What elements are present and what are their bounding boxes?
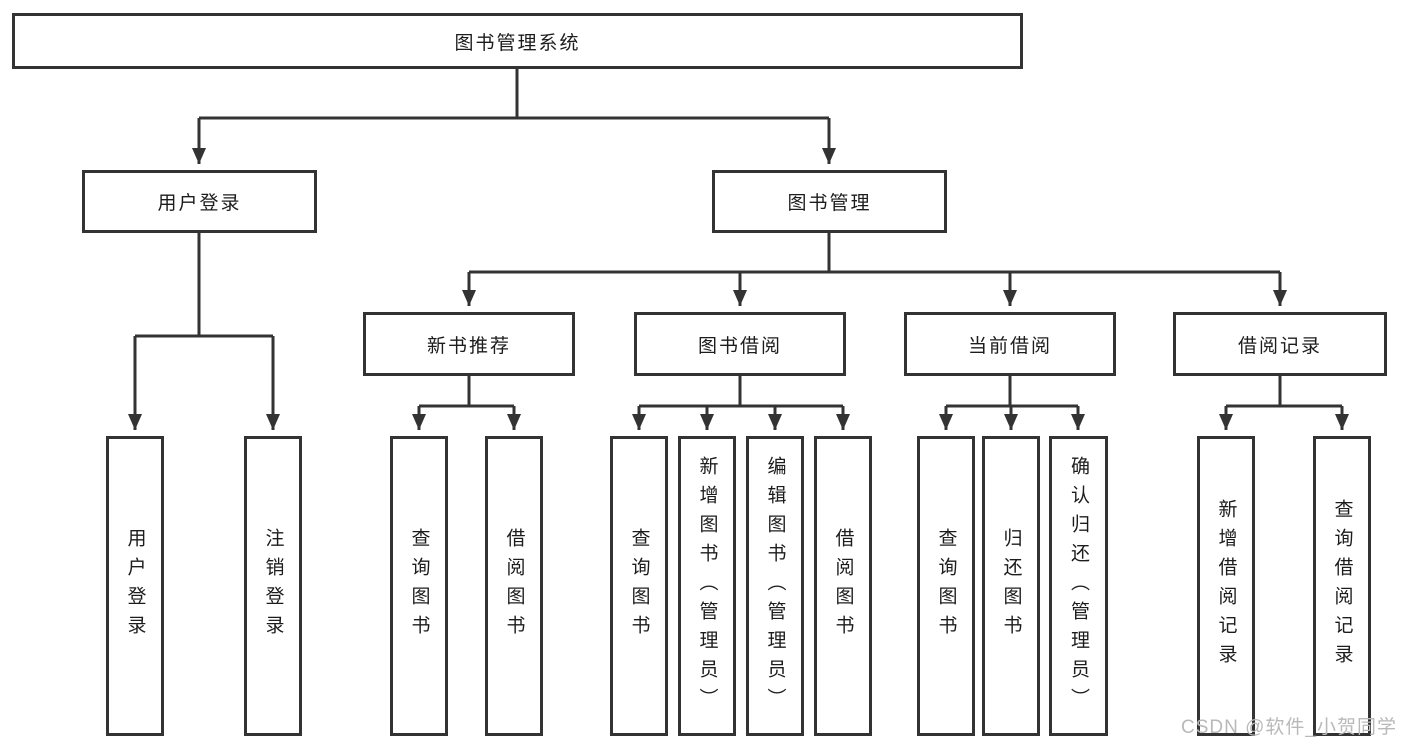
- leaf-query-books-recommend: 查询图书: [390, 436, 448, 736]
- leaf-query-borrow-record: 查询借阅记录: [1313, 436, 1371, 736]
- csdn-watermark: CSDN @软件_小贺同学: [1181, 717, 1397, 738]
- node-book-borrowing: 图书借阅: [634, 312, 846, 376]
- node-root-library-system: 图书管理系统: [12, 13, 1023, 69]
- leaf-user-login: 用户登录: [106, 436, 164, 736]
- leaf-borrow-books-recommend: 借阅图书: [485, 436, 543, 736]
- node-user-login: 用户登录: [82, 170, 317, 233]
- leaf-add-borrow-record: 新增借阅记录: [1197, 436, 1255, 736]
- leaf-confirm-return-admin: 确认归还（管理员）: [1049, 436, 1108, 736]
- leaf-add-book-admin: 新增图书（管理员）: [678, 436, 736, 736]
- leaf-borrow-books-borrowing: 借阅图书: [814, 436, 872, 736]
- leaf-logout: 注销登录: [244, 436, 302, 736]
- leaf-edit-book-admin: 编辑图书（管理员）: [746, 436, 804, 736]
- node-book-management: 图书管理: [712, 170, 947, 233]
- node-current-borrowing: 当前借阅: [904, 312, 1116, 376]
- node-new-book-recommendation: 新书推荐: [363, 312, 575, 376]
- leaf-query-books-current: 查询图书: [917, 436, 975, 736]
- leaf-query-books-borrowing: 查询图书: [610, 436, 668, 736]
- leaf-return-book: 归还图书: [982, 436, 1040, 736]
- node-borrowing-records: 借阅记录: [1173, 312, 1387, 376]
